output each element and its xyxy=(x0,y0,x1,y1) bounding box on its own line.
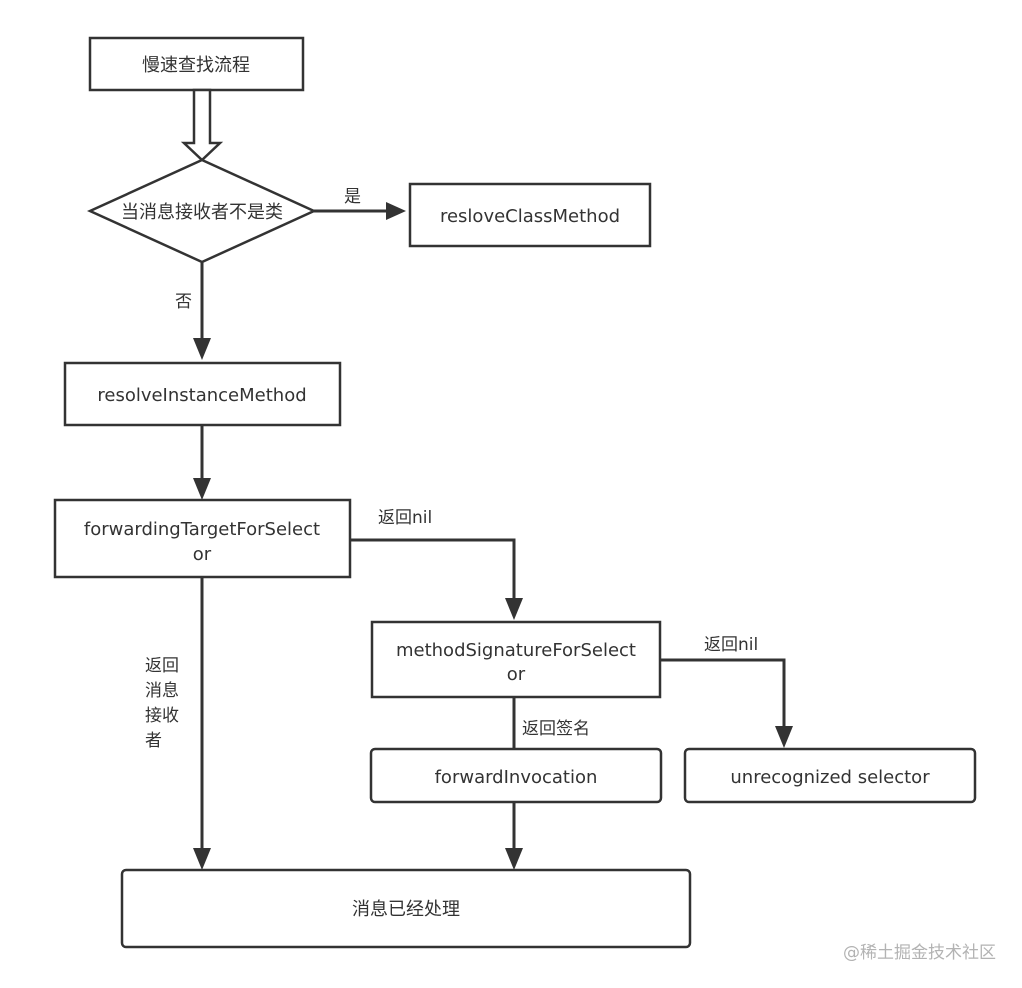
edge-no: 否 xyxy=(175,262,211,360)
node-message-handled-label: 消息已经处理 xyxy=(352,899,460,920)
node-forwarding-target-line-2: or xyxy=(193,544,212,565)
edge-no-label: 否 xyxy=(175,292,192,312)
edge-return-nil-1: 返回nil xyxy=(350,508,523,620)
node-forward-invocation-label: forwardInvocation xyxy=(435,767,598,788)
edge-return-receiver-line-2: 消息 xyxy=(145,681,179,701)
node-forwarding-target-line-1: forwardingTargetForSelect xyxy=(84,519,320,540)
node-decision: 当消息接收者不是类 xyxy=(86,158,318,264)
node-unrecognized-selector: unrecognized selector xyxy=(683,747,977,804)
node-resolve-instance-method-label: resolveInstanceMethod xyxy=(97,385,306,406)
edge-yes: 是 xyxy=(314,187,406,220)
node-resolve-class-method: resloveClassMethod xyxy=(408,182,652,248)
node-resolve-class-method-label: resloveClassMethod xyxy=(440,206,620,227)
edge-invocation-to-handled xyxy=(505,802,523,870)
edge-instance-to-forwarding xyxy=(193,425,211,500)
hollow-arrow xyxy=(180,88,224,162)
node-method-signature: methodSignatureForSelect or xyxy=(370,620,662,699)
edge-return-receiver: 返回 消息 接收 者 xyxy=(145,577,211,870)
edge-return-nil-2: 返回nil xyxy=(660,635,793,748)
edge-return-signature-label: 返回签名 xyxy=(522,719,590,739)
node-slow-lookup-label: 慢速查找流程 xyxy=(142,55,250,76)
node-method-signature-line-1: methodSignatureForSelect xyxy=(396,640,636,661)
edge-return-receiver-line-3: 接收 xyxy=(145,706,179,726)
node-decision-label: 当消息接收者不是类 xyxy=(121,202,283,223)
edge-return-receiver-line-1: 返回 xyxy=(145,656,179,676)
node-method-signature-line-2: or xyxy=(507,664,526,685)
node-message-handled: 消息已经处理 xyxy=(120,868,692,949)
node-forwarding-target: forwardingTargetForSelect or xyxy=(53,498,352,579)
node-slow-lookup: 慢速查找流程 xyxy=(88,36,305,92)
edge-return-signature: 返回签名 xyxy=(512,697,590,748)
node-unrecognized-selector-label: unrecognized selector xyxy=(730,767,930,788)
watermark-text: @稀土掘金技术社区 xyxy=(843,943,996,963)
edge-return-nil-2-label: 返回nil xyxy=(704,635,758,655)
edge-yes-label: 是 xyxy=(344,187,361,207)
node-forward-invocation: forwardInvocation xyxy=(369,747,663,804)
node-resolve-instance-method: resolveInstanceMethod xyxy=(63,361,342,427)
edge-return-receiver-line-4: 者 xyxy=(145,731,162,751)
edge-return-nil-1-label: 返回nil xyxy=(378,508,432,528)
